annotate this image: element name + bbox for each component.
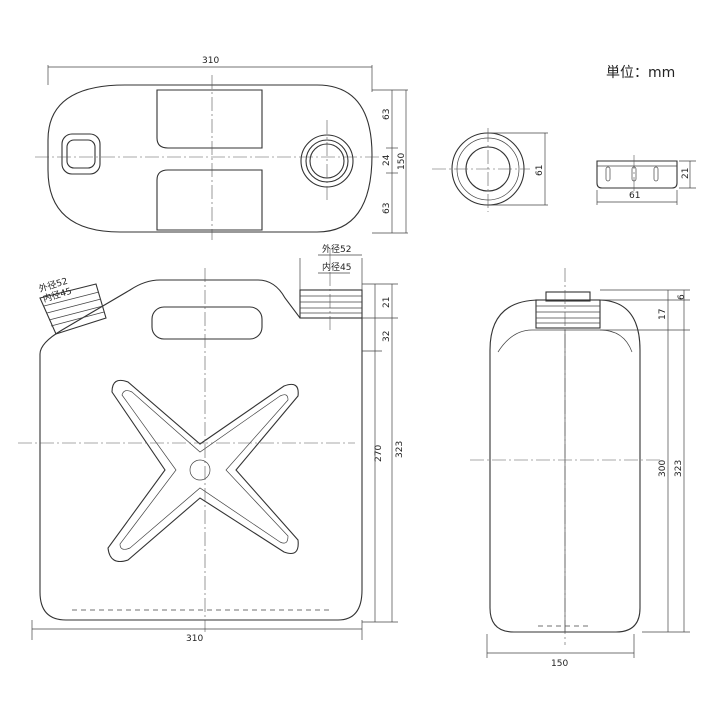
- cap-side-width-label: 61: [629, 191, 640, 201]
- cap-top-view: 61: [432, 128, 548, 212]
- side-view-neck: [535, 291, 601, 329]
- cap-top-diameter-label: 61: [535, 165, 545, 176]
- front-view-handle: [151, 306, 263, 340]
- side-view-body-outline: [489, 299, 641, 633]
- front-view-dim-21: 21: [382, 297, 392, 308]
- side-view-dim-17: 17: [658, 309, 668, 320]
- side-view-dim-6: 6: [677, 294, 687, 300]
- top-view-dim-24: 24: [382, 154, 392, 166]
- top-view-dim-63-upper: 63: [382, 109, 392, 120]
- front-view-body-height-label: 270: [374, 445, 384, 462]
- front-view-right-spout: 外径52 内径45: [299, 243, 363, 319]
- top-view-width-label: 310: [202, 56, 219, 66]
- front-view-body-outline: [39, 279, 363, 621]
- front-view: 外径52 内径45 外径52 内径45 21 32: [18, 243, 405, 644]
- cap-side-view: 21 61: [596, 155, 696, 205]
- top-view-height-label: 150: [397, 153, 407, 170]
- front-view-total-height-label: 323: [395, 441, 405, 458]
- front-view-spout-outer-label: 外径52: [322, 243, 351, 255]
- top-view-dim-63-lower: 63: [382, 203, 392, 214]
- top-view: 310 63 24 63 150: [35, 56, 408, 240]
- top-view-left-spout: [61, 133, 101, 175]
- front-view-x-rib: [107, 379, 299, 563]
- side-view-body-height-label: 300: [658, 460, 668, 477]
- side-view: 6 17 300 323 150: [470, 268, 690, 669]
- front-view-spout-inner-label: 内径45: [322, 261, 351, 273]
- front-view-width-label: 310: [186, 634, 203, 644]
- front-view-dim-32: 32: [382, 331, 392, 342]
- front-view-left-spout: 外径52 内径45: [37, 275, 107, 335]
- top-view-outline: [47, 84, 373, 233]
- cap-side-outline: [596, 160, 678, 189]
- unit-label: 単位：mm: [606, 65, 675, 81]
- top-view-handle-recess: [156, 89, 263, 149]
- side-view-total-height-label: 323: [674, 460, 684, 477]
- cap-side-height-label: 21: [681, 168, 691, 179]
- side-view-width-label: 150: [551, 659, 568, 669]
